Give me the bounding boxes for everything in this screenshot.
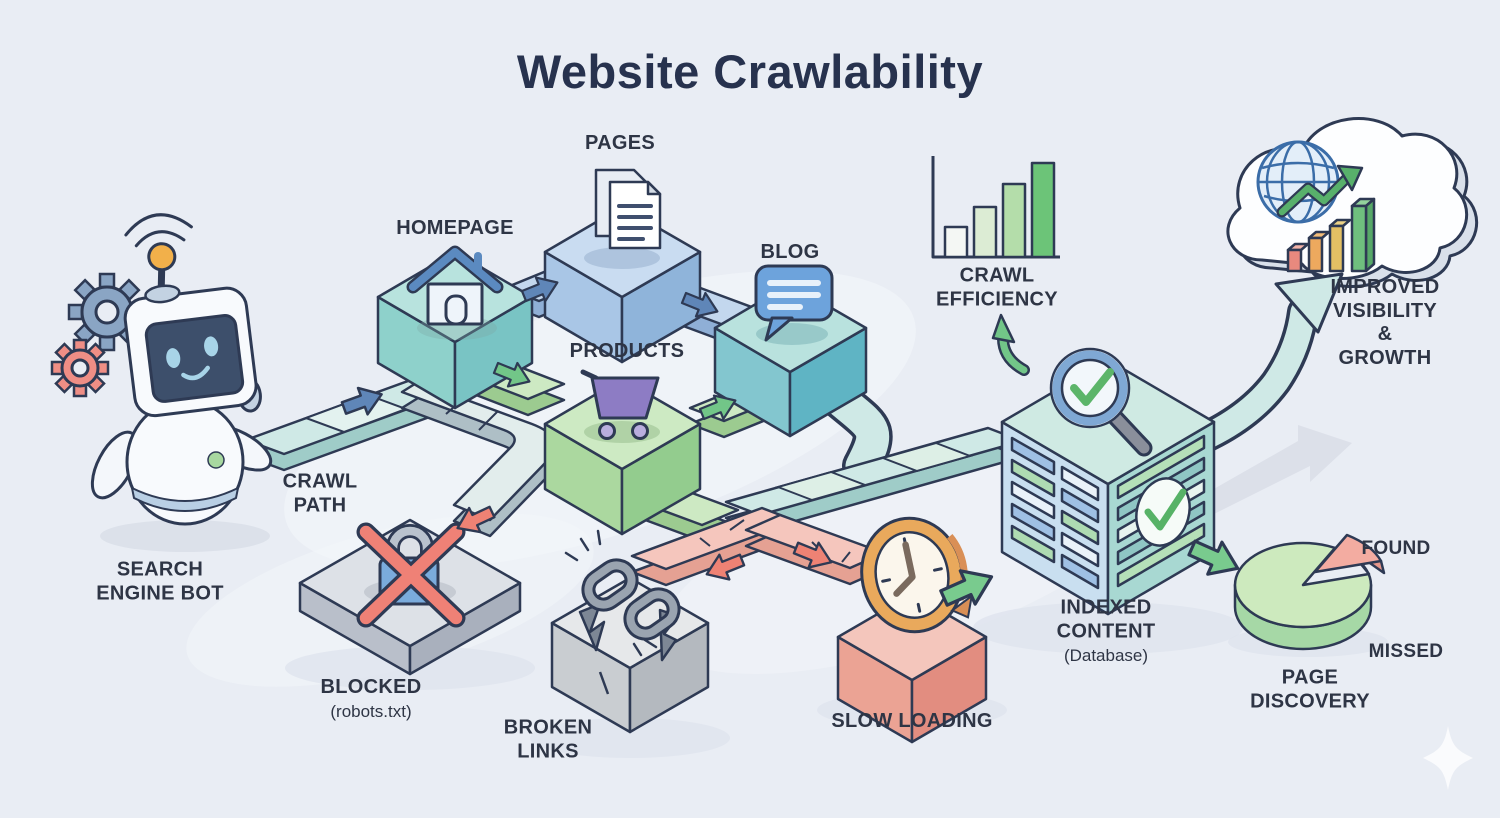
- label-blog: BLOG: [760, 241, 820, 264]
- label-pie-missed: MISSED: [1368, 640, 1444, 662]
- homepage-platform: [376, 245, 534, 410]
- label-search-engine-bot: SEARCH ENGINE BOT: [96, 558, 224, 604]
- red-x-icon: [356, 522, 466, 628]
- label-broken-links: BROKEN LINKS: [503, 716, 593, 762]
- speech-bubble-icon: [754, 264, 834, 342]
- documents-icon: [594, 168, 662, 250]
- sparkle-icon: [1423, 726, 1473, 790]
- label-blocked: BLOCKED: [320, 676, 422, 699]
- label-products: PRODUCTS: [569, 340, 685, 363]
- robot-body: [125, 398, 245, 526]
- pie-slice-found: [1313, 533, 1386, 575]
- page-title: Website Crawlability: [516, 45, 984, 98]
- improved-visibility-cloud: [1226, 117, 1479, 288]
- check-badge-icon: [1135, 477, 1191, 547]
- label-slow-loading: SLOW LOADING: [831, 710, 993, 733]
- page-discovery-pie: [1233, 533, 1386, 651]
- robot-eye-left: [166, 348, 181, 369]
- robot-smile: [181, 365, 210, 381]
- label-blocked-sub: (robots.txt): [330, 701, 412, 721]
- robot-eye-right: [204, 336, 219, 357]
- pages-platform: [543, 168, 702, 364]
- products-platform: [543, 369, 702, 536]
- label-indexed-content: INDEXED CONTENT: [1056, 596, 1156, 642]
- label-improved-visibility: IMPROVED VISIBILITY & GROWTH: [1330, 275, 1440, 369]
- crawl-efficiency-chart: [931, 156, 1060, 259]
- antenna-ball: [147, 242, 177, 272]
- arrow-to-crawl-efficiency: [991, 313, 1030, 376]
- broken-chain-icon: [564, 529, 681, 657]
- label-pie-found: FOUND: [1361, 537, 1431, 559]
- gear-icon-red: [50, 338, 110, 398]
- ghost-arrow: [1198, 425, 1352, 522]
- house-icon: [406, 245, 504, 326]
- blocked-platform: [298, 518, 522, 676]
- wifi-signal-icon: [124, 213, 193, 248]
- broken-links-platform: [550, 529, 710, 734]
- path-blog-down: [818, 378, 893, 486]
- blog-platform: [713, 264, 868, 438]
- label-homepage: HOMEPAGE: [396, 217, 514, 240]
- globe-icon: [1256, 140, 1340, 224]
- shopping-cart-icon: [580, 369, 660, 440]
- robot-head: [123, 213, 262, 418]
- search-engine-bot: [50, 213, 273, 526]
- robot-face-screen: [144, 314, 245, 403]
- label-crawl-efficiency: CRAWL EFFICIENCY: [936, 264, 1058, 310]
- indexed-content-cube: [1000, 347, 1216, 616]
- magnifier-check-icon: [1049, 347, 1153, 457]
- growth-trend-arrow-icon: [1276, 164, 1364, 218]
- label-page-discovery: PAGE DISCOVERY: [1250, 666, 1370, 712]
- label-indexed-content-sub: (Database): [1063, 645, 1149, 665]
- label-crawl-path: CRAWL PATH: [282, 470, 358, 516]
- database-rows-left: [1010, 436, 1100, 590]
- growth-bars-icon: [1286, 197, 1376, 273]
- label-pages: PAGES: [584, 132, 656, 155]
